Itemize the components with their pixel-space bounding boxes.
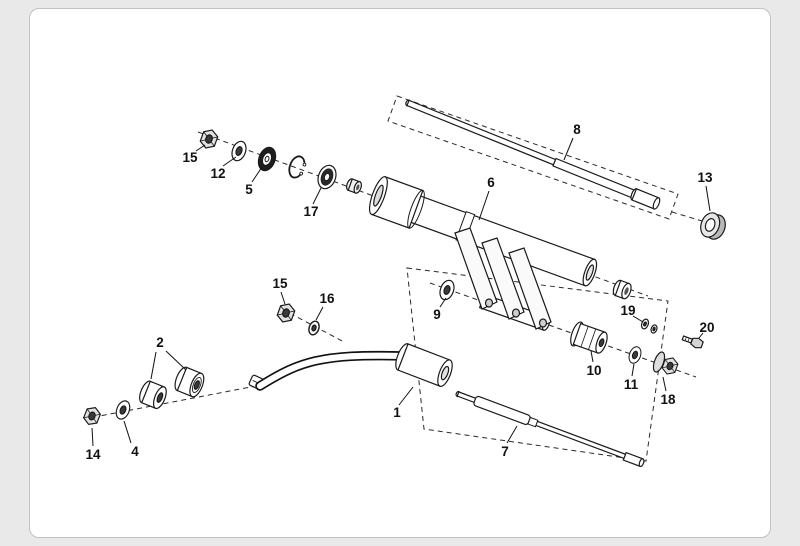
diagram-panel — [29, 8, 771, 538]
part-ring-13 — [700, 212, 726, 240]
callout-15a: 15 — [182, 150, 198, 165]
leader-6 — [478, 190, 490, 221]
leader-2a — [150, 351, 157, 380]
callout-18: 18 — [660, 392, 676, 407]
leader-19 — [632, 315, 644, 323]
part-washer-9 — [436, 277, 458, 303]
leader-11 — [631, 363, 635, 377]
leader-10 — [590, 350, 594, 363]
guide-connector-ring — [671, 211, 703, 222]
callout-12: 12 — [210, 166, 225, 181]
leader-15b — [280, 291, 286, 305]
callout-9: 9 — [433, 307, 441, 322]
part-lever-1 — [248, 343, 453, 391]
part-spacer — [346, 178, 362, 194]
part-end-bushing — [612, 279, 632, 300]
callout-20: 20 — [699, 320, 714, 335]
part-nut-14 — [81, 404, 103, 428]
callout-2: 2 — [156, 335, 164, 350]
callout-8: 8 — [573, 122, 581, 137]
callout-11: 11 — [624, 377, 639, 392]
part-snap-ring-17 — [288, 155, 307, 179]
part-washer-11 — [626, 344, 644, 366]
leader-14 — [91, 427, 94, 447]
part-shaft-8 — [405, 99, 661, 210]
leader-9 — [439, 297, 447, 308]
guide-axis-hardware — [429, 282, 697, 378]
leader-13 — [705, 185, 711, 212]
leader-12 — [222, 156, 237, 167]
part-rod-7 — [455, 390, 645, 468]
callout-16: 16 — [319, 291, 335, 306]
part-seal-5 — [257, 146, 277, 172]
part-bushing-2a — [139, 380, 167, 410]
callout-17: 17 — [303, 204, 318, 219]
callout-10: 10 — [586, 363, 601, 378]
part-clips-19 — [640, 318, 658, 334]
callout-7: 7 — [501, 444, 509, 459]
callout-5: 5 — [245, 182, 253, 197]
callout-1: 1 — [393, 405, 401, 420]
leader-2b — [165, 350, 187, 371]
part-washer-16 — [308, 320, 320, 336]
part-bracket — [454, 227, 552, 331]
callout-labels: 1 2 4 5 6 7 8 9 10 11 12 13 14 15 15 16 … — [85, 122, 714, 462]
part-bushing-2b — [174, 366, 205, 398]
part-bolt-20 — [681, 335, 704, 349]
leader-15a — [195, 144, 206, 152]
leader-18 — [662, 376, 667, 392]
part-washer-4 — [113, 398, 133, 422]
leader-1 — [398, 386, 414, 406]
callout-15b: 15 — [272, 276, 288, 291]
leader-20 — [698, 332, 704, 339]
part-bearing-17 — [317, 164, 337, 190]
part-nut-15b — [275, 300, 297, 326]
leader-5 — [251, 166, 263, 183]
callout-6: 6 — [487, 175, 495, 190]
leader-8 — [563, 137, 574, 161]
callout-13: 13 — [697, 170, 713, 185]
leader-7 — [506, 425, 518, 444]
part-bushing-10 — [570, 321, 608, 354]
callout-19: 19 — [620, 303, 635, 318]
leader-4 — [123, 420, 132, 444]
part-nut-18 — [652, 351, 680, 377]
callout-4: 4 — [131, 444, 139, 459]
guide-band-shaft — [387, 95, 679, 220]
leader-17 — [312, 187, 322, 205]
callout-leader-lines — [91, 137, 711, 447]
guide-axis-lever — [83, 385, 257, 420]
callout-14: 14 — [85, 447, 101, 462]
leader-16 — [315, 306, 324, 321]
